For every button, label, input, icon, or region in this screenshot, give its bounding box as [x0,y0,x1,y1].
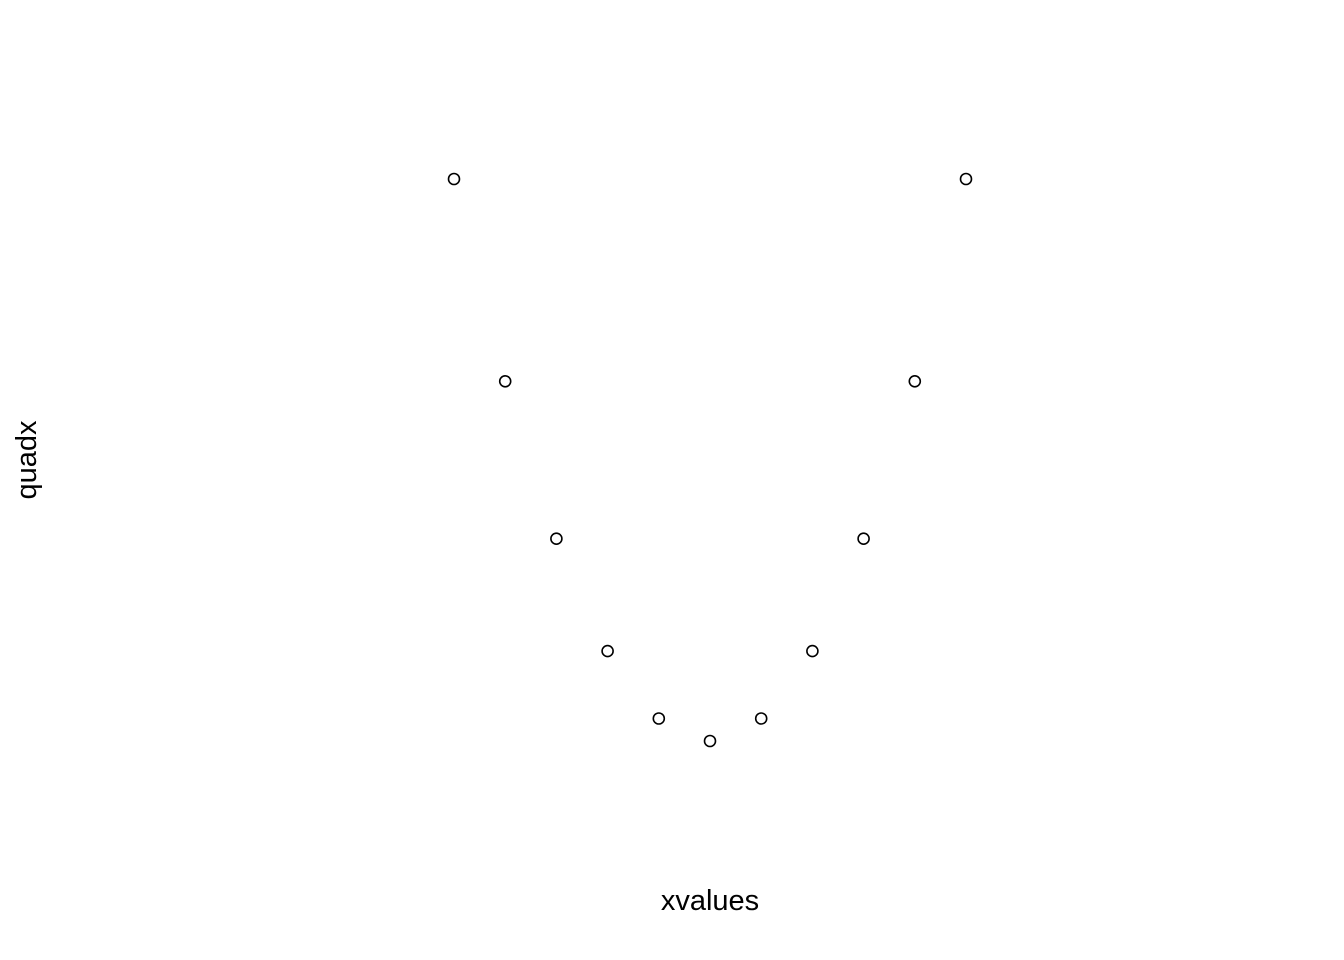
data-point [703,734,717,748]
x-axis-title: xvalues [661,885,759,917]
data-point [601,644,614,658]
y-axis-title: quadx [11,420,43,500]
data-point [498,374,512,388]
data-point [652,712,666,725]
data-point [806,644,819,658]
data-point [959,172,973,186]
data-point [908,374,922,388]
data-point [754,712,768,725]
data-point [857,532,870,546]
data-points [447,172,973,748]
data-point [550,532,563,546]
data-point [447,172,461,186]
